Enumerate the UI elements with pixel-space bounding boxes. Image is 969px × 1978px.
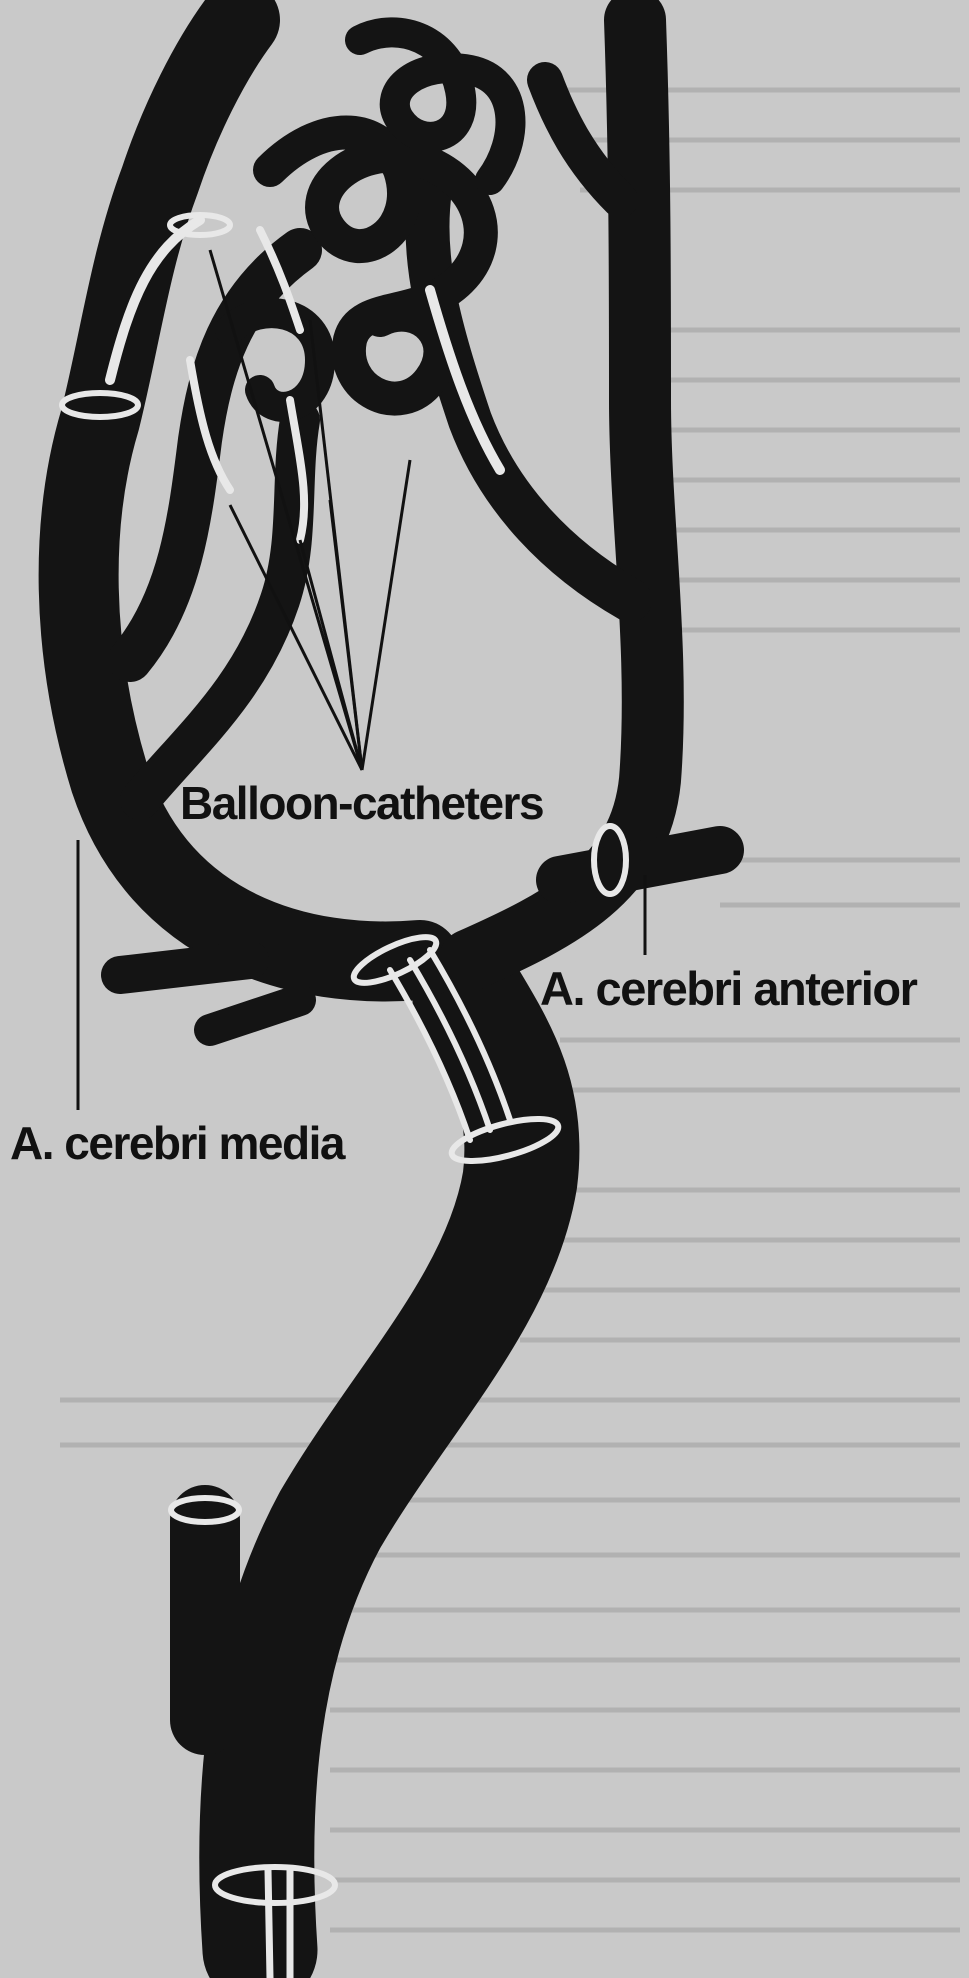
branch-right-inner [427,190,630,600]
anterior-side-branch [560,850,720,880]
balloon-catheters-label: Balloon-catheters [180,780,543,826]
lower-left-branch [120,960,250,975]
leader-balloon-5 [362,460,410,770]
middle-cerebral-artery-label: A. cerebri media [10,1120,344,1166]
anterior-cerebral-artery-label: A. cerebri anterior [540,965,916,1012]
leader-balloon-3 [300,540,362,770]
catheter-main-1 [268,1870,270,1978]
lower-branch-2 [210,1000,300,1030]
